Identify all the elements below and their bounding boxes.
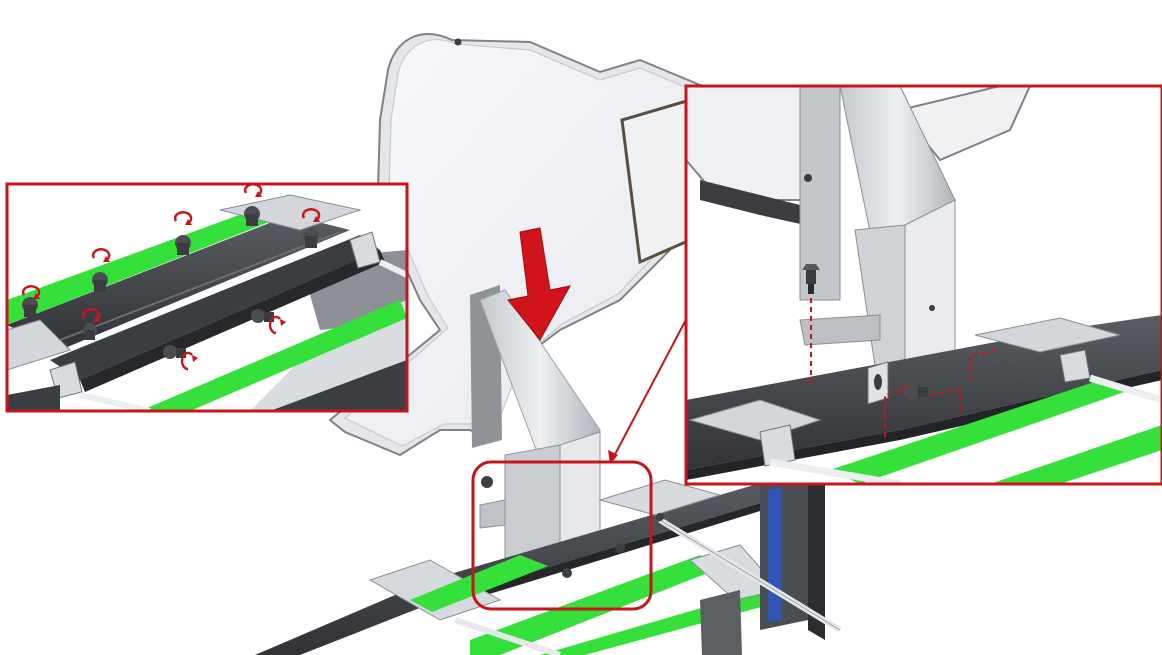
bolt-icon <box>481 476 493 488</box>
rotate-arrow-icon <box>268 315 281 335</box>
bolt-icon <box>175 235 191 255</box>
leader-arrow-icon <box>608 311 691 464</box>
main-scene <box>255 33 842 655</box>
rotate-arrow-icon <box>81 308 101 322</box>
right-detail-callout <box>684 84 1162 486</box>
bolt-icon <box>804 174 812 182</box>
rotate-arrow-icon <box>180 351 193 371</box>
bolt-icon <box>251 309 274 323</box>
bolt-icon <box>303 228 319 248</box>
rotate-arrow-icon <box>91 248 111 262</box>
bolt-icon <box>929 305 935 311</box>
bolt-icon <box>163 345 186 359</box>
bolt-icon <box>802 264 820 294</box>
rotate-arrow-icon <box>173 211 193 225</box>
rotate-arrow-icon <box>21 285 41 299</box>
bolt-icon <box>656 513 664 521</box>
bolt-icon <box>998 361 1012 375</box>
bolt-icon <box>615 543 625 553</box>
bolt-icon <box>904 384 928 400</box>
bolt-icon <box>92 272 108 292</box>
bolt-icon <box>244 206 260 226</box>
bolt-icon <box>562 568 572 578</box>
rotate-arrow-icon <box>301 208 321 222</box>
bracket-highlight <box>471 460 653 611</box>
shaped-panel <box>328 33 701 457</box>
bolt-icon <box>454 38 462 46</box>
down-arrow-icon <box>507 227 571 341</box>
left-detail-callout <box>5 182 409 413</box>
bolt-icon <box>22 297 38 317</box>
bolt-icon <box>83 323 97 340</box>
